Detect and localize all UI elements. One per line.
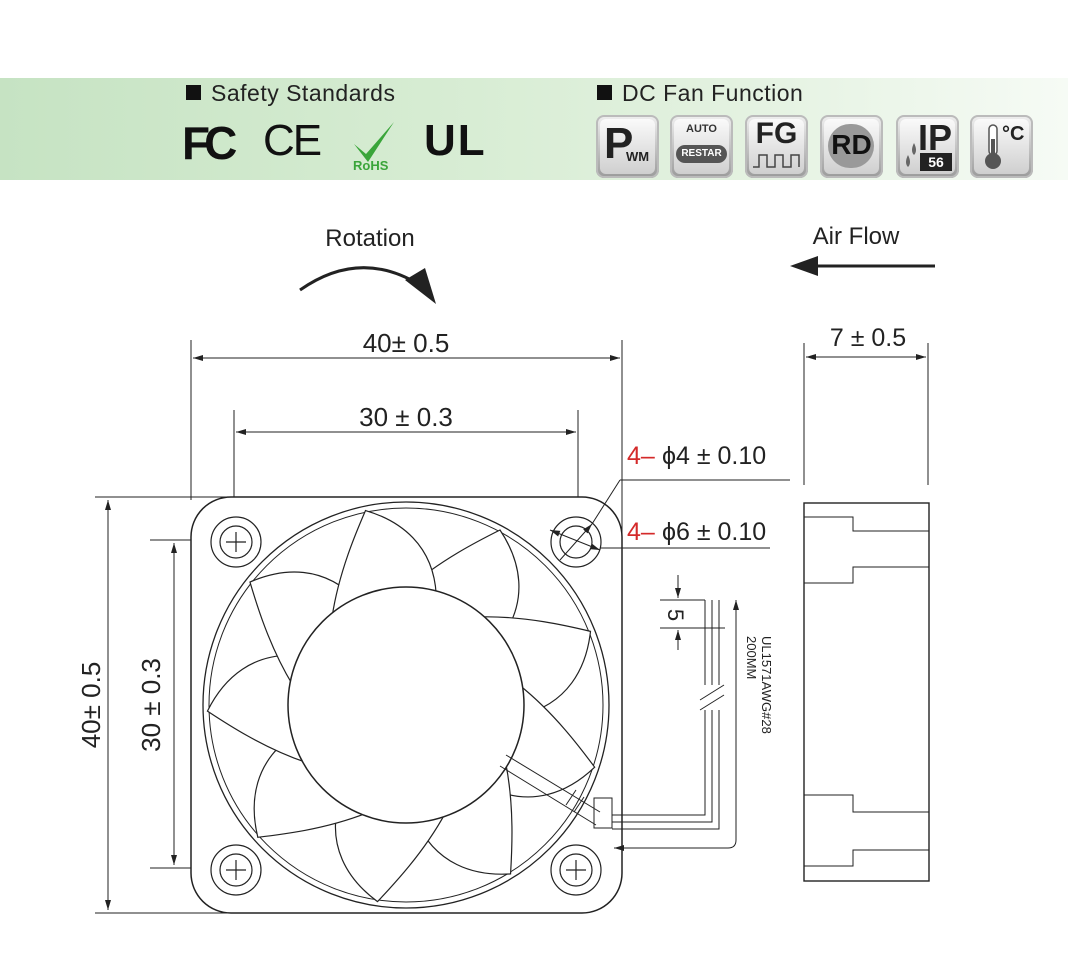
thermometer-icon	[985, 124, 1001, 169]
mount-hole-bottom-left	[210, 844, 262, 896]
fan-shroud-inner	[208, 507, 604, 903]
fan-shroud-ring	[202, 501, 610, 909]
rotation-label: Rotation	[325, 225, 414, 252]
safety-standards-title: Safety Standards	[186, 80, 395, 107]
mount-hole-bottom-right	[550, 844, 602, 896]
fan-hub	[287, 586, 525, 824]
bullet-square-icon	[597, 85, 612, 100]
rohs-logo: RoHS	[350, 118, 400, 174]
lead-wires	[612, 575, 739, 851]
rotation-arrow-head	[405, 268, 436, 304]
width-outer-dimension: 40± 0.5	[363, 328, 450, 358]
pwm-icon: P WM	[596, 115, 659, 178]
rd-icon: RD	[820, 115, 883, 178]
fg-icon: FG	[745, 115, 808, 178]
auto-restart-icon: AUTO RESTAR	[670, 115, 733, 178]
fcc-logo: FC	[182, 117, 237, 169]
hole-large-dimension: ϕ6 ± 0.10	[662, 518, 766, 546]
water-drops-icon	[906, 143, 916, 167]
bullet-square-icon	[186, 85, 201, 100]
wire-spec-label: UL1571AWG#28	[759, 636, 774, 734]
fan-side-view	[803, 502, 930, 882]
thickness-dimension: 7 ± 0.5	[830, 324, 906, 352]
hole-small-qty: 4–	[627, 442, 655, 470]
ce-logo: CE	[263, 116, 322, 165]
hole-small-dimension: ϕ4 ± 0.10	[662, 442, 766, 470]
air-flow-arrow-head	[790, 256, 818, 276]
square-wave-icon	[753, 154, 800, 168]
rotation-arrow	[299, 266, 421, 292]
wire-length-label: 200MM	[744, 636, 759, 679]
height-inner-dimension: 30 ± 0.3	[136, 658, 166, 752]
wire-offset-dimension: 5	[663, 609, 688, 621]
wire-channel	[499, 754, 613, 829]
header-banner	[0, 78, 1068, 180]
air-flow-label: Air Flow	[813, 223, 900, 250]
hole-large-qty: 4–	[627, 518, 655, 546]
temperature-icon: °C	[970, 115, 1033, 178]
mount-hole-top-left	[210, 516, 262, 568]
ip56-icon: IP 56	[896, 115, 959, 178]
ul-logo: UL	[424, 116, 487, 165]
width-inner-dimension: 30 ± 0.3	[359, 402, 453, 432]
height-outer-dimension: 40± 0.5	[76, 662, 106, 749]
dc-fan-function-title: DC Fan Function	[597, 80, 803, 107]
